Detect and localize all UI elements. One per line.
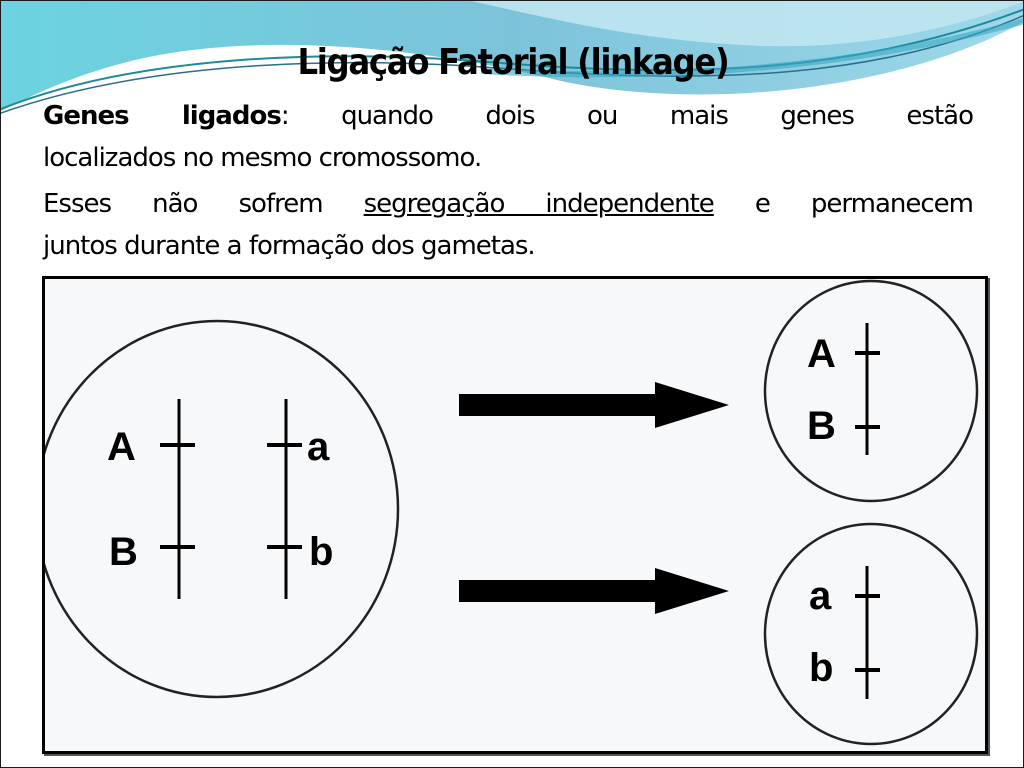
paragraph-line: juntos durante a formação dos gametas. bbox=[43, 231, 536, 261]
slide-title: Ligação Fatorial (linkage) bbox=[297, 42, 730, 83]
header-wave-decoration bbox=[1, 1, 1023, 114]
underlined-term: segregação independente bbox=[363, 189, 715, 219]
arrow-right-icon bbox=[459, 382, 729, 428]
linkage-diagram: A B a b A B bbox=[42, 276, 988, 754]
allele-a: a bbox=[307, 425, 330, 469]
arrow-right-icon bbox=[459, 568, 729, 614]
paragraph-no-segregation: Esses não sofrem segregação independente… bbox=[43, 183, 974, 267]
allele-B: B bbox=[109, 530, 138, 574]
gamete-cell-AB: A B bbox=[763, 279, 979, 503]
allele-b: b bbox=[309, 530, 333, 574]
paragraph-line: localizados no mesmo cromossomo. bbox=[43, 143, 482, 173]
gamete-cell-ab: a b bbox=[763, 522, 979, 746]
allele-a: a bbox=[809, 574, 832, 618]
paragraph-linked-genes: Genes ligados: quando dois ou mais genes… bbox=[43, 95, 974, 179]
paragraph-line: Genes ligados: quando dois ou mais genes… bbox=[43, 101, 974, 131]
allele-B: B bbox=[807, 404, 836, 448]
parent-cell: A B a b bbox=[45, 319, 400, 699]
allele-b: b bbox=[809, 646, 833, 690]
paragraph-line: Esses não sofrem segregação independente… bbox=[43, 189, 974, 219]
allele-A: A bbox=[807, 332, 836, 376]
allele-A: A bbox=[107, 425, 136, 469]
term-linked-genes: Genes ligados bbox=[43, 101, 282, 131]
